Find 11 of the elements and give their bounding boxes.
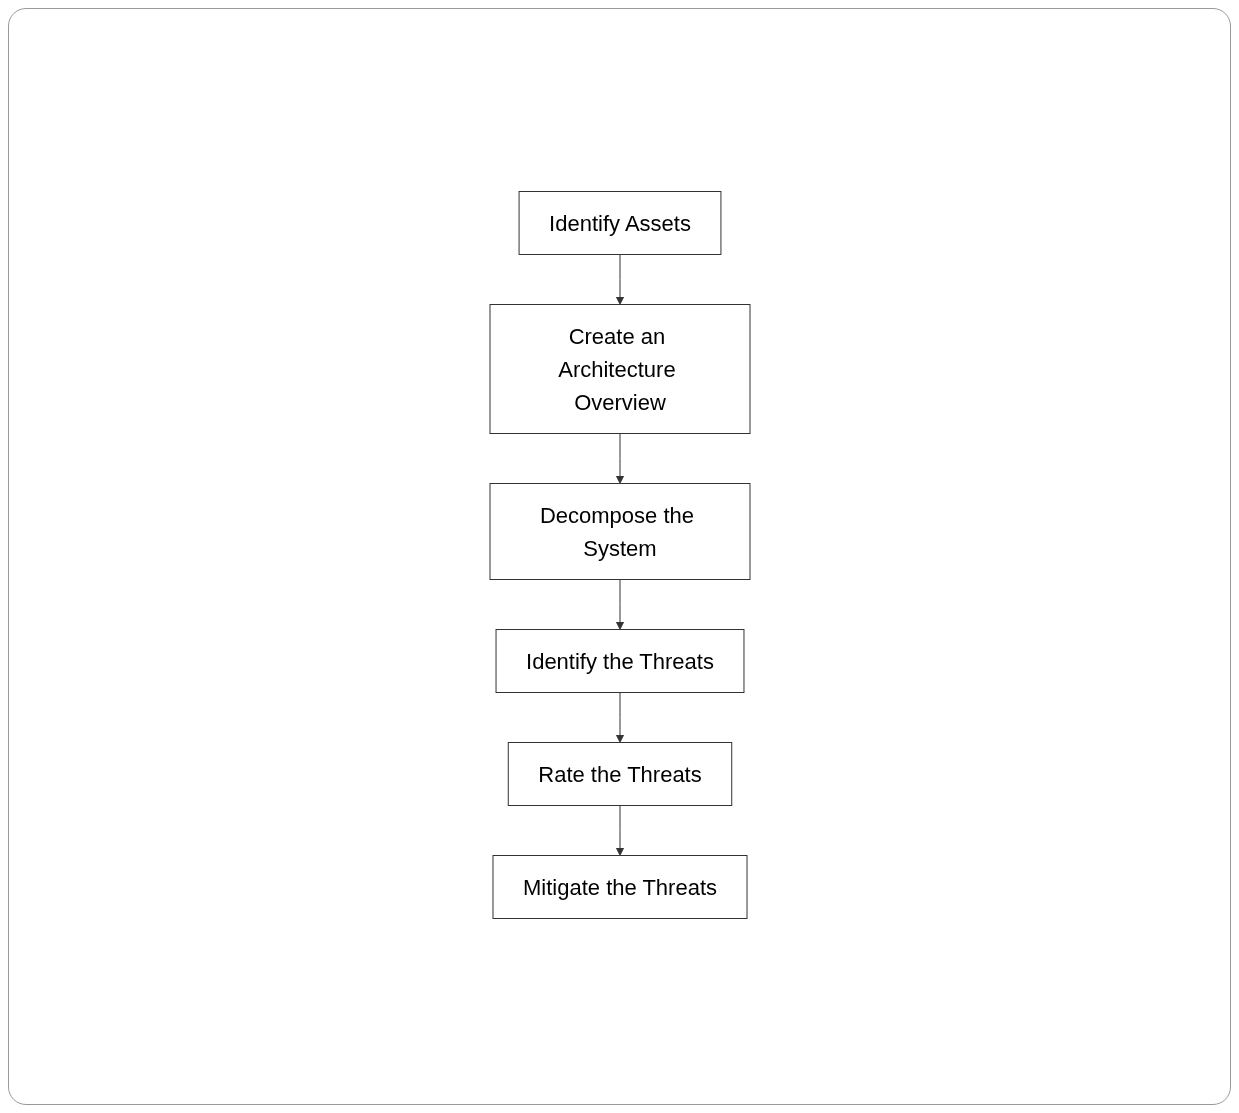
node-box: Mitigate the Threats (492, 854, 747, 919)
arrow (615, 804, 624, 856)
arrow (615, 578, 624, 630)
arrow (615, 432, 624, 484)
node-box: Decompose the System (489, 482, 750, 580)
node-box: Identify the Threats (495, 628, 744, 693)
node-box: Rate the Threats (507, 741, 732, 806)
arrow (615, 253, 624, 305)
arrow (615, 691, 624, 743)
node-box: Identify Assets (518, 190, 721, 255)
node-box: Create an Architecture Overview (489, 303, 750, 434)
